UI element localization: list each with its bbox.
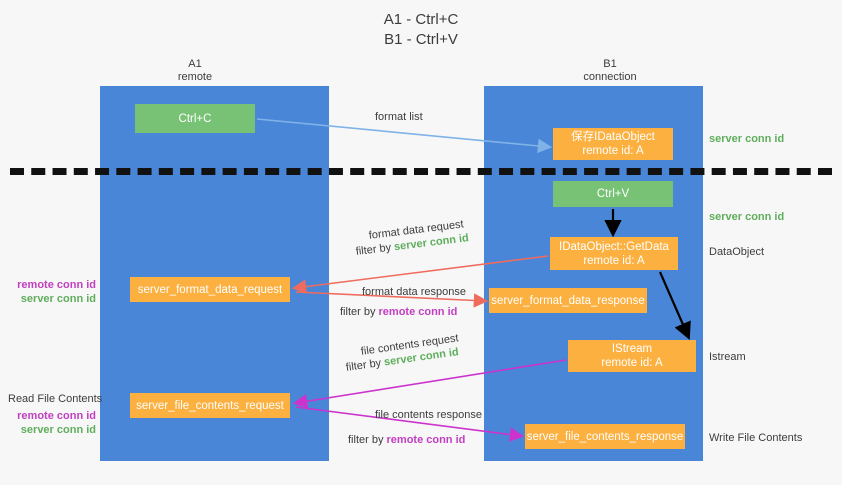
node-ctrl-c[interactable]: Ctrl+C: [135, 104, 255, 133]
column-header-a1: A1 remote: [135, 58, 255, 84]
node-server-format-data-response[interactable]: server_format_data_response: [489, 288, 647, 313]
edge-filter-format-data-response: filter by remote conn id: [340, 305, 457, 320]
node-ctrl-v-label: Ctrl+V: [596, 188, 630, 200]
column-b1-role: connection: [583, 71, 637, 83]
node-getdata-sub: remote id: A: [583, 254, 645, 267]
side-note-server-conn-id-upper: server conn id: [20, 293, 96, 305]
node-getdata[interactable]: IDataObject::GetData remote id: A: [550, 237, 678, 270]
node-istream[interactable]: IStream remote id: A: [568, 340, 696, 372]
node-getdata-label: IDataObject::GetData: [559, 240, 669, 253]
column-header-b1: B1 connection: [535, 58, 685, 84]
side-note-dataobject: DataObject: [709, 245, 764, 259]
title-line-2: B1 - Ctrl+V: [384, 31, 458, 48]
edge-filter-file-contents-response: filter by remote conn id: [348, 433, 465, 448]
node-ctrl-v[interactable]: Ctrl+V: [553, 181, 673, 207]
column-b1-name: B1: [603, 58, 617, 70]
side-note-dataobject-text: DataObject: [709, 246, 765, 258]
title-line-1: A1 - Ctrl+C: [383, 11, 459, 28]
node-server-format-data-response-label: server_format_data_response: [491, 294, 645, 307]
side-note-server-conn-id-top: server conn id: [709, 132, 784, 146]
edge-label-format-list: format list: [375, 110, 423, 125]
node-ctrl-c-label: Ctrl+C: [178, 112, 212, 125]
node-istream-label: IStream: [611, 343, 653, 355]
page-title: A1 - Ctrl+C B1 - Ctrl+V: [0, 10, 842, 50]
node-server-file-contents-request-label: server_file_contents_request: [136, 399, 284, 412]
side-note-write-file-contents: Write File Contents: [709, 431, 802, 445]
node-idataobject-sub: remote id: A: [582, 145, 644, 157]
side-note-write-file-contents-text: Write File Contents: [709, 432, 803, 444]
side-note-server-conn-id-mid-text: server conn id: [709, 211, 785, 223]
column-a1-name: A1: [188, 58, 202, 70]
filter-value-remote-conn-id: remote conn id: [378, 306, 458, 318]
side-note-istream: Istream: [709, 350, 746, 364]
side-note-server-conn-id-top-text: server conn id: [709, 133, 785, 145]
filter-prefix: filter by: [355, 241, 395, 258]
node-idataobject[interactable]: 保存IDataObject remote id: A: [553, 128, 673, 160]
node-server-file-contents-request[interactable]: server_file_contents_request: [130, 393, 290, 418]
side-note-remote-conn-id-upper: remote conn id: [17, 279, 96, 291]
column-a1-role: remote: [177, 71, 213, 83]
node-idataobject-label: 保存IDataObject: [571, 131, 655, 143]
node-server-format-data-request-label: server_format_data_request: [137, 283, 283, 296]
side-note-remote-conn-id-lower: remote conn id: [17, 410, 96, 422]
edge-label-format-data-response: format data response: [362, 285, 466, 300]
filter-prefix: filter by: [348, 434, 387, 446]
filter-value-remote-conn-id: remote conn id: [386, 434, 466, 446]
side-note-server-conn-id-mid: server conn id: [709, 210, 784, 224]
side-note-conn-ids-lower: remote conn id server conn id: [8, 409, 96, 437]
side-note-read-file-contents: Read File Contents: [8, 392, 102, 406]
node-server-file-contents-response[interactable]: server_file_contents_response: [525, 424, 685, 449]
node-istream-sub: remote id: A: [601, 357, 663, 369]
node-server-format-data-request[interactable]: server_format_data_request: [130, 277, 290, 302]
phase-separator: [10, 168, 832, 175]
edge-label-format-list-text: format list: [375, 111, 423, 123]
filter-prefix: filter by: [345, 356, 385, 374]
side-note-server-conn-id-lower: server conn id: [20, 424, 96, 436]
filter-prefix: filter by: [340, 306, 379, 318]
edge-label-file-contents-response: file contents response: [375, 408, 482, 423]
side-note-read-file-contents-text: Read File Contents: [8, 393, 103, 405]
edge-label-format-data-response-text: format data response: [362, 286, 466, 298]
edge-label-file-contents-response-text: file contents response: [375, 409, 483, 421]
side-note-istream-text: Istream: [709, 351, 746, 363]
side-note-conn-ids-upper: remote conn id server conn id: [8, 278, 96, 306]
node-server-file-contents-response-label: server_file_contents_response: [526, 430, 684, 443]
